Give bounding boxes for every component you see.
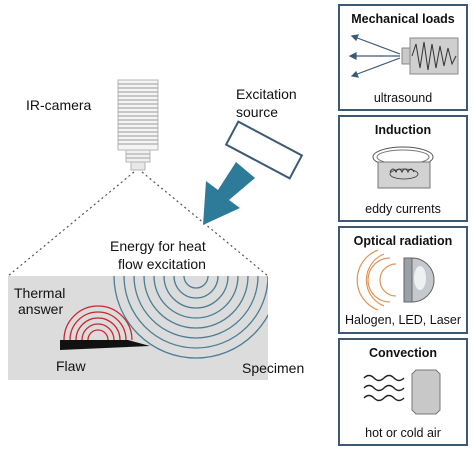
panel-title: Optical radiation: [353, 234, 453, 248]
panel-title: Mechanical loads: [351, 12, 455, 26]
main-diagram: [7, 79, 304, 380]
panel-caption: hot or cold air: [365, 426, 441, 440]
ultrasound-transducer-icon: [348, 34, 459, 78]
energy-label-line1: Energy for heat: [110, 238, 206, 254]
induction-coil-icon: [372, 146, 434, 189]
thermal-answer-label-line1: Thermal: [14, 285, 66, 301]
thermal-answer-label-line2: answer: [18, 301, 64, 317]
ir-camera-label: IR-camera: [26, 97, 92, 113]
excitation-source-label-line2: source: [236, 104, 279, 120]
panel-caption: Halogen, LED, Laser: [344, 313, 462, 327]
panel-induction: Induction eddy currents: [338, 115, 468, 222]
flaw-label: Flaw: [56, 358, 86, 374]
panel-optical-radiation: Optical radiation Halogen, LED, Laser: [338, 226, 468, 334]
excitation-source-icon: [224, 120, 304, 180]
flaw-shape: [60, 340, 150, 350]
panel-title: Convection: [368, 346, 438, 360]
panel-mechanical-loads: Mechanical loads ultrasound: [338, 4, 468, 111]
panel-caption: ultrasound: [373, 91, 433, 105]
panel-caption: eddy currents: [365, 202, 441, 216]
ir-camera-icon: [117, 79, 159, 171]
panel-title: Induction: [374, 123, 432, 137]
air-nozzle-icon: [363, 369, 441, 415]
panel-convection: Convection hot or cold air: [338, 338, 468, 446]
energy-label-line2: flow excitation: [118, 256, 206, 272]
lamp-icon: [356, 249, 435, 311]
specimen-label: Specimen: [242, 360, 305, 376]
excitation-source-label-line1: Excitation: [236, 86, 297, 102]
excitation-arrow: [203, 162, 255, 225]
specimen: [8, 276, 268, 380]
